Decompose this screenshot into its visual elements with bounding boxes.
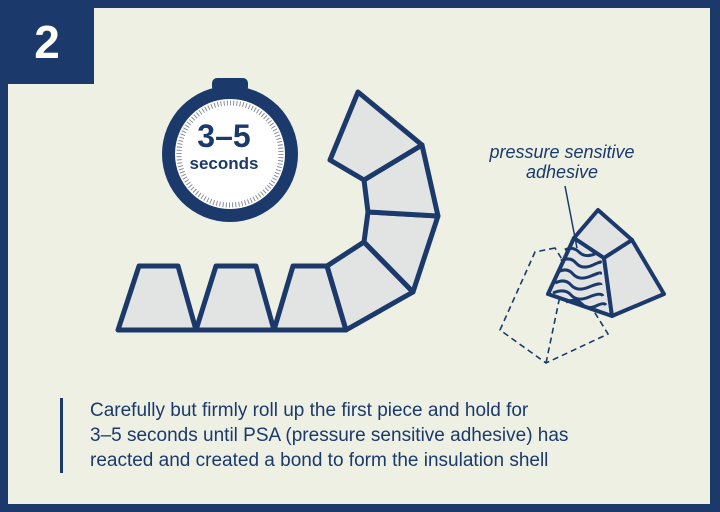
- stopwatch-icon: [162, 78, 298, 222]
- segment-closeup: [499, 185, 666, 364]
- instruction-line-1: Carefully but firmly roll up the first p…: [90, 400, 529, 421]
- step-number-badge: 2: [0, 0, 94, 84]
- timer-value: 3–5: [197, 118, 251, 154]
- flat-segment-2: [193, 263, 277, 333]
- adhesive-waves: [552, 246, 608, 310]
- insulation-shell-segments: [115, 89, 441, 333]
- timer-unit: seconds: [189, 154, 259, 173]
- callout-leader: [564, 185, 578, 249]
- dashed-mating-segment: [499, 247, 610, 364]
- flat-segment-1: [115, 263, 199, 333]
- callout-line-2: adhesive: [525, 162, 599, 182]
- timer-readout: 3–5 seconds: [166, 120, 282, 172]
- callout-line-1: pressure sensitive: [489, 142, 635, 162]
- instruction-text: Carefully but firmly roll up the first p…: [60, 398, 700, 473]
- step-number: 2: [34, 16, 60, 68]
- adhesive-callout: pressure sensitive adhesive: [462, 142, 662, 182]
- segment-side: [602, 238, 666, 318]
- instruction-line-3: reacted and created a bond to form the i…: [90, 450, 549, 471]
- instruction-line-2: 3–5 seconds until PSA (pressure sensitiv…: [90, 425, 569, 446]
- curved-segment-4: [327, 89, 425, 183]
